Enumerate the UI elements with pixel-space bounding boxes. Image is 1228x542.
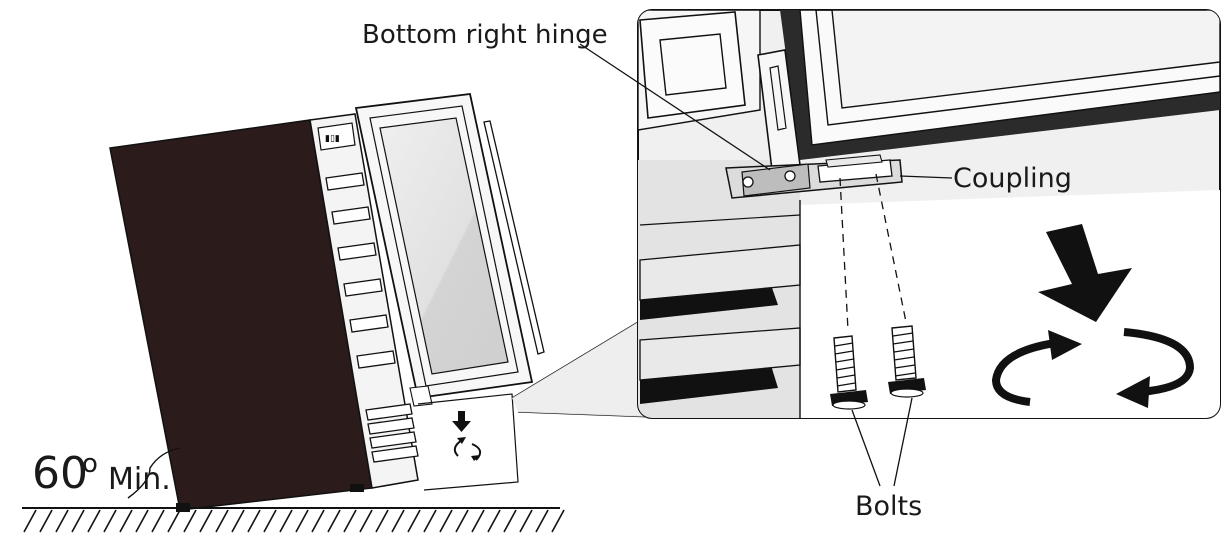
bolt-guides — [839, 173, 907, 331]
ground-hatch-mark — [423, 509, 437, 533]
ground-hatch-mark — [55, 509, 69, 533]
ground-hatch-mark — [551, 509, 565, 533]
ground-hatch-mark — [103, 509, 117, 533]
ground-hatch-mark — [71, 509, 85, 533]
detail-view — [637, 9, 1221, 419]
ground-hatch-mark — [263, 509, 277, 533]
leader-lines — [579, 43, 953, 487]
ground-hatch-mark — [199, 509, 213, 533]
ground-hatch-mark — [167, 509, 181, 533]
ground-hatch-mark — [135, 509, 149, 533]
bolts-label: Bolts — [855, 491, 923, 522]
ground-hatch-mark — [503, 509, 517, 533]
angle-value-label: 60 — [32, 448, 88, 499]
ground-hatch-mark — [471, 509, 485, 533]
coupling-label: Coupling — [953, 163, 1072, 194]
ground-hatch-mark — [119, 509, 133, 533]
tilted-cooler: ▮▯▮ — [109, 93, 545, 512]
ground-hatch-mark — [535, 509, 549, 533]
bolt-left — [830, 335, 868, 410]
small-down-arrow-icon — [452, 411, 471, 432]
ground-hatch-mark — [39, 509, 53, 533]
ground-hatch-mark — [375, 509, 389, 533]
angle-min-label: Min. — [108, 462, 171, 497]
ground-hatch-mark — [359, 509, 373, 533]
bottom-vents — [365, 403, 419, 463]
bottom-right-hinge-label: Bottom right hinge — [362, 20, 608, 50]
ground-hatch-mark — [231, 509, 245, 533]
door-handle — [483, 120, 545, 355]
shelves — [325, 172, 396, 369]
angle-degree-symbol: o — [82, 449, 98, 479]
ground-hatch-mark — [487, 509, 501, 533]
bolt-right — [888, 325, 926, 398]
ground-hatch-mark — [23, 509, 37, 533]
ground-hatch-mark — [215, 509, 229, 533]
ground-hatch-mark — [455, 509, 469, 533]
ground-hatch-mark — [407, 509, 421, 533]
ground-hatch-mark — [327, 509, 341, 533]
ground-hatch-mark — [151, 509, 165, 533]
ground-hatch-mark — [279, 509, 293, 533]
rotate-arrows-icon — [991, 328, 1195, 408]
door-glass — [379, 117, 509, 375]
ground — [22, 507, 565, 533]
control-panel — [317, 122, 356, 151]
ground-hatch-mark — [343, 509, 357, 533]
angle-indicator — [127, 447, 181, 499]
ground-hatch-mark — [183, 509, 197, 533]
ground-hatch-mark — [439, 509, 453, 533]
cabinet-front — [309, 113, 419, 489]
inset-callout — [417, 393, 519, 491]
control-panel-icons: ▮▯▮ — [325, 134, 340, 144]
ground-hatch-mark — [247, 509, 261, 533]
ground-hatch-mark — [391, 509, 405, 533]
down-arrow-icon — [1038, 224, 1132, 322]
ground-hatch-mark — [311, 509, 325, 533]
ground-hatch-mark — [87, 509, 101, 533]
ground-hatch-mark — [295, 509, 309, 533]
ground-hatch-mark — [519, 509, 533, 533]
